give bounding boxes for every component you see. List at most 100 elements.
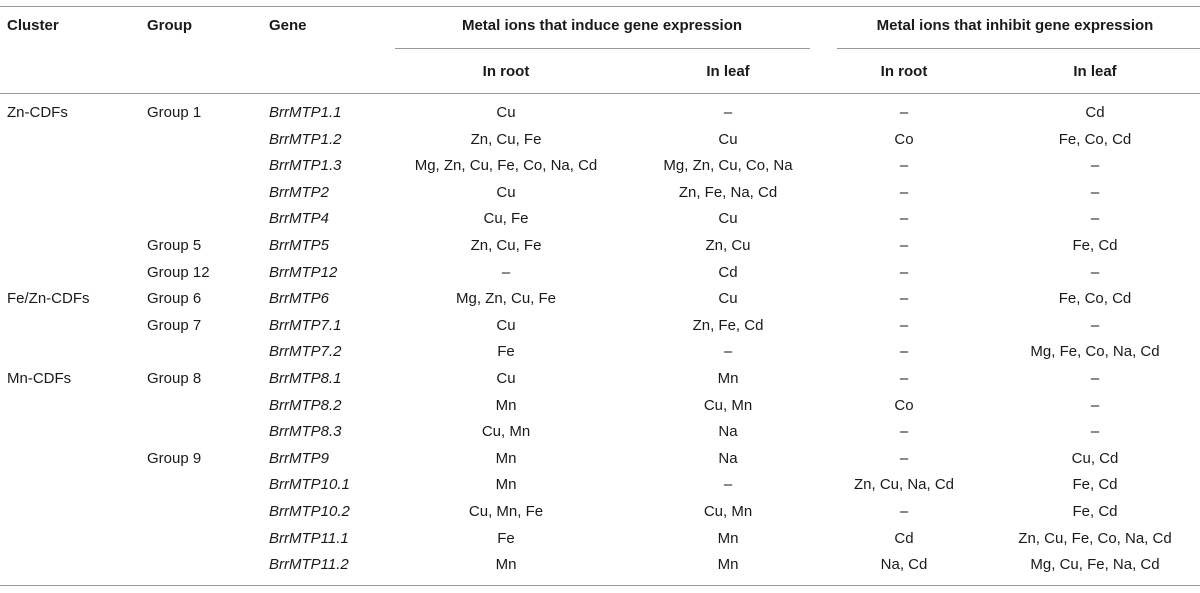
cell-group: Group 8 bbox=[147, 370, 202, 387]
inhibit-group-rule bbox=[837, 48, 1200, 49]
cell-inhibit-leaf: Cd bbox=[1085, 104, 1105, 121]
cell-inhibit-root: – bbox=[899, 104, 909, 121]
cell-inhibit-root: – bbox=[899, 316, 909, 334]
cell-induce-leaf: Cu, Mn bbox=[703, 503, 753, 520]
cell-inhibit-leaf: Fe, Cd bbox=[1072, 503, 1118, 520]
cell-induce-root: Zn, Cu, Fe bbox=[470, 130, 542, 148]
cell-gene: BrrMTP1.3 bbox=[269, 157, 342, 175]
header-inhibit-root: In root bbox=[880, 63, 928, 80]
cell-gene: BrrMTP9 bbox=[269, 449, 329, 467]
cell-inhibit-root: – bbox=[899, 263, 909, 281]
cell-induce-leaf: Zn, Fe, Cd bbox=[692, 316, 764, 334]
cell-gene: BrrMTP4 bbox=[269, 210, 329, 228]
cell-induce-leaf: Mg, Zn, Cu, Co, Na bbox=[663, 157, 793, 175]
header-bottom-rule bbox=[0, 93, 1200, 94]
cell-group: Group 6 bbox=[147, 290, 202, 308]
cell-gene: BrrMTP7.1 bbox=[269, 316, 342, 334]
cell-inhibit-root: – bbox=[899, 157, 909, 175]
cell-inhibit-root: Zn, Cu, Na, Cd bbox=[853, 476, 955, 494]
header-gene: Gene bbox=[269, 17, 307, 34]
cell-gene: BrrMTP2 bbox=[269, 183, 329, 201]
cell-cluster: Fe/Zn-CDFs bbox=[7, 290, 90, 308]
cell-gene: BrrMTP12 bbox=[269, 263, 338, 281]
header-inhibit-leaf: In leaf bbox=[1073, 63, 1117, 80]
cell-inhibit-leaf: Zn, Cu, Fe, Co, Na, Cd bbox=[1018, 529, 1172, 547]
cell-inhibit-leaf: Mg, Cu, Fe, Na, Cd bbox=[1030, 556, 1160, 574]
header-cluster: Cluster bbox=[7, 17, 59, 34]
cell-inhibit-leaf: – bbox=[1090, 316, 1100, 334]
cell-group: Group 7 bbox=[147, 316, 202, 334]
cell-induce-root: Cu, Mn, Fe bbox=[468, 503, 544, 520]
cell-induce-root: Cu bbox=[496, 316, 516, 334]
cell-inhibit-root: Co bbox=[894, 396, 914, 414]
cell-induce-leaf: – bbox=[723, 104, 733, 121]
header-group: Group bbox=[147, 17, 192, 34]
cell-inhibit-root: – bbox=[899, 343, 909, 361]
cell-inhibit-root: – bbox=[899, 210, 909, 228]
cell-inhibit-leaf: – bbox=[1090, 157, 1100, 175]
cell-induce-leaf: Na bbox=[718, 449, 738, 467]
cell-induce-root: Mg, Zn, Cu, Fe bbox=[455, 290, 557, 308]
cell-induce-leaf: Cu bbox=[718, 130, 738, 148]
cell-inhibit-leaf: – bbox=[1090, 210, 1100, 228]
cell-induce-leaf: – bbox=[723, 343, 733, 361]
cell-group: Group 1 bbox=[147, 104, 202, 121]
cell-gene: BrrMTP10.1 bbox=[269, 476, 350, 494]
cell-induce-root: Fe bbox=[497, 529, 515, 547]
induce-group-rule bbox=[395, 48, 810, 49]
cell-induce-leaf: Cd bbox=[718, 263, 738, 281]
cell-cluster: Mn-CDFs bbox=[7, 370, 72, 387]
cell-induce-leaf: Zn, Cu bbox=[705, 237, 751, 254]
cell-induce-root: Cu bbox=[496, 104, 516, 121]
cell-induce-root: Mn bbox=[495, 396, 517, 414]
top-rule bbox=[0, 6, 1200, 7]
cell-induce-leaf: Mn bbox=[717, 370, 739, 387]
cell-induce-root: Cu, Fe bbox=[483, 210, 529, 228]
cell-inhibit-root: Co bbox=[894, 130, 914, 148]
cell-induce-leaf: Zn, Fe, Na, Cd bbox=[678, 183, 778, 201]
cell-group: Group 9 bbox=[147, 449, 202, 467]
cell-induce-root: – bbox=[501, 263, 511, 281]
cell-inhibit-root: – bbox=[899, 423, 909, 441]
cell-gene: BrrMTP10.2 bbox=[269, 503, 350, 520]
cell-inhibit-leaf: Cu, Cd bbox=[1071, 449, 1119, 467]
cell-inhibit-leaf: Fe, Cd bbox=[1072, 237, 1118, 254]
header-inhibit: Metal ions that inhibit gene expression bbox=[876, 17, 1154, 34]
cell-induce-root: Mn bbox=[495, 556, 517, 574]
cell-inhibit-leaf: Fe, Cd bbox=[1072, 476, 1118, 494]
cell-inhibit-leaf: Fe, Co, Cd bbox=[1058, 290, 1132, 308]
cell-inhibit-leaf: – bbox=[1090, 396, 1100, 414]
cell-inhibit-root: – bbox=[899, 290, 909, 308]
cell-inhibit-root: – bbox=[899, 237, 909, 254]
cell-gene: BrrMTP8.3 bbox=[269, 423, 342, 441]
bottom-rule bbox=[0, 585, 1200, 586]
cell-gene: BrrMTP6 bbox=[269, 290, 329, 308]
cell-induce-root: Zn, Cu, Fe bbox=[470, 237, 542, 254]
cell-gene: BrrMTP8.2 bbox=[269, 396, 342, 414]
cell-induce-leaf: Cu bbox=[718, 210, 738, 228]
header-induce-leaf: In leaf bbox=[706, 63, 750, 80]
cell-gene: BrrMTP5 bbox=[269, 237, 329, 254]
cell-gene: BrrMTP1.2 bbox=[269, 130, 342, 148]
cell-inhibit-root: – bbox=[899, 370, 909, 387]
cell-gene: BrrMTP8.1 bbox=[269, 370, 342, 387]
cell-induce-leaf: Cu, Mn bbox=[703, 396, 753, 414]
cell-inhibit-leaf: Mg, Fe, Co, Na, Cd bbox=[1030, 343, 1160, 361]
cell-induce-root: Mn bbox=[495, 476, 517, 494]
cell-inhibit-leaf: – bbox=[1090, 263, 1100, 281]
cell-group: Group 12 bbox=[147, 263, 210, 281]
cell-induce-leaf: Mn bbox=[717, 556, 739, 574]
cell-group: Group 5 bbox=[147, 237, 202, 254]
cell-gene: BrrMTP1.1 bbox=[269, 104, 342, 121]
cell-induce-root: Fe bbox=[497, 343, 515, 361]
cell-induce-leaf: Na bbox=[718, 423, 738, 441]
cell-induce-leaf: – bbox=[723, 476, 733, 494]
cell-induce-root: Mg, Zn, Cu, Fe, Co, Na, Cd bbox=[414, 157, 598, 175]
cell-inhibit-root: – bbox=[899, 183, 909, 201]
cell-gene: BrrMTP11.1 bbox=[269, 529, 349, 547]
header-induce: Metal ions that induce gene expression bbox=[461, 17, 743, 34]
header-induce-root: In root bbox=[482, 63, 530, 80]
cell-inhibit-leaf: – bbox=[1090, 370, 1100, 387]
cell-induce-root: Cu bbox=[496, 183, 516, 201]
